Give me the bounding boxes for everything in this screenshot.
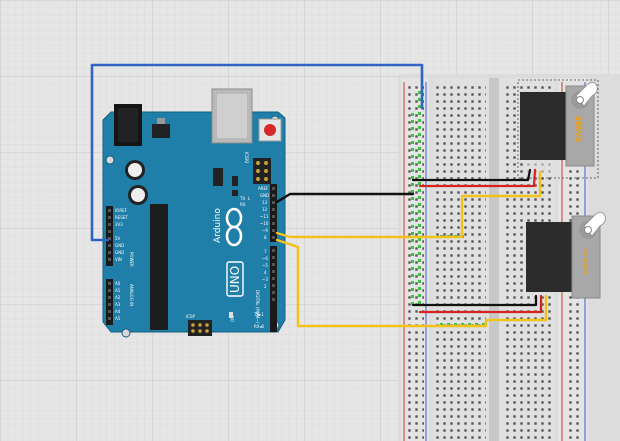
pin-label-a3: A3 [115,302,121,307]
pin-label-11: ~11 [260,214,269,219]
pin-label-4: 4 [264,270,267,275]
servo-selection-box [517,79,599,179]
pin-label-a2: A2 [115,295,121,300]
pin-label-6: ~6 [262,256,268,261]
servo-2-label: SERVO [581,248,589,275]
pin-label-3v3: 3V3 [115,222,123,227]
tx-led-label: TX [239,196,245,201]
servo-1-label: SERVO [574,116,582,143]
l-led-label: L [248,196,251,201]
uno-model-text: UNO [228,266,242,293]
pin-label-10: ~10 [260,221,269,226]
wires [90,63,548,328]
mounting-hole [121,328,131,338]
uno-label-box [226,261,244,297]
pin-label-gnd2: GND [115,250,124,255]
pin-label-a5: A5 [115,316,121,321]
arduino-brand-text: Arduino [213,208,223,243]
crystal [213,168,223,186]
pin-label-aref: AREF [258,186,269,191]
servo-1-lead-brown[interactable] [411,168,532,182]
on-led-label: ON [230,316,235,322]
digital-section-label: DIGITAL (PWM~) [255,290,260,324]
analog-header [106,279,113,325]
icsp2-header [253,158,271,184]
wire-gnd[interactable] [275,192,415,204]
power-header [106,206,113,266]
servo-1-lead-red[interactable] [418,168,537,188]
arduino-uno-board[interactable]: ICSP Arduino UNO TX RX L ON [102,88,286,338]
atmega-chip [150,204,168,330]
servo-2-lead-red[interactable] [418,294,543,314]
wire-signal-servo-2[interactable] [275,238,548,328]
smd-chip [232,176,238,186]
connected-holes-highlight [411,91,485,326]
pin-label-13: 13 [262,200,268,205]
on-led [229,312,233,318]
pin-label-12: 12 [262,207,268,212]
icsp2-label: ICSP2 [244,152,249,164]
arduino-logo [225,207,243,247]
icsp-label: ICSP [186,314,196,319]
pin-label-rx: RX◂0 [254,324,265,329]
pin-label-2: 2 [264,284,267,289]
pin-label-9: ~9 [262,228,268,233]
pin-label-vin: VIN [115,257,122,262]
mounting-hole [105,155,115,165]
servo-2-lead-brown[interactable] [411,294,538,307]
pin-label-3: ~3 [262,277,268,282]
digital-header [270,184,277,332]
rx-led-label: RX [240,202,246,207]
pin-label-a4: A4 [115,309,121,314]
pin-label-gnd1: GND [115,243,124,248]
pin-label-a1: A1 [115,288,121,293]
wire-signal-servo-1[interactable] [275,170,542,239]
servo-motor-1[interactable]: SERVO [517,79,599,179]
wire-5v[interactable] [90,63,424,242]
analog-section-label: ANALOG IN [129,284,134,306]
pin-label-8: 8 [264,235,267,240]
pin-label-5v: 5V [115,236,121,241]
pin-label-7: 7 [264,249,267,254]
pin-label-ioref: IOREF [115,208,128,213]
power-section-label: POWER [129,252,134,267]
pin-label-a0: A0 [115,281,121,286]
pin-label-tx: TX▸1 [253,312,264,317]
icsp-header [188,320,212,336]
pin-label-gnd: GND [260,193,269,198]
pin-label-reset: RESET [115,215,128,220]
servo-motor-2[interactable]: SERVO [526,212,606,299]
voltage-regulator [152,124,170,138]
pin-label-5: ~5 [262,263,268,268]
center-channel [489,78,499,441]
